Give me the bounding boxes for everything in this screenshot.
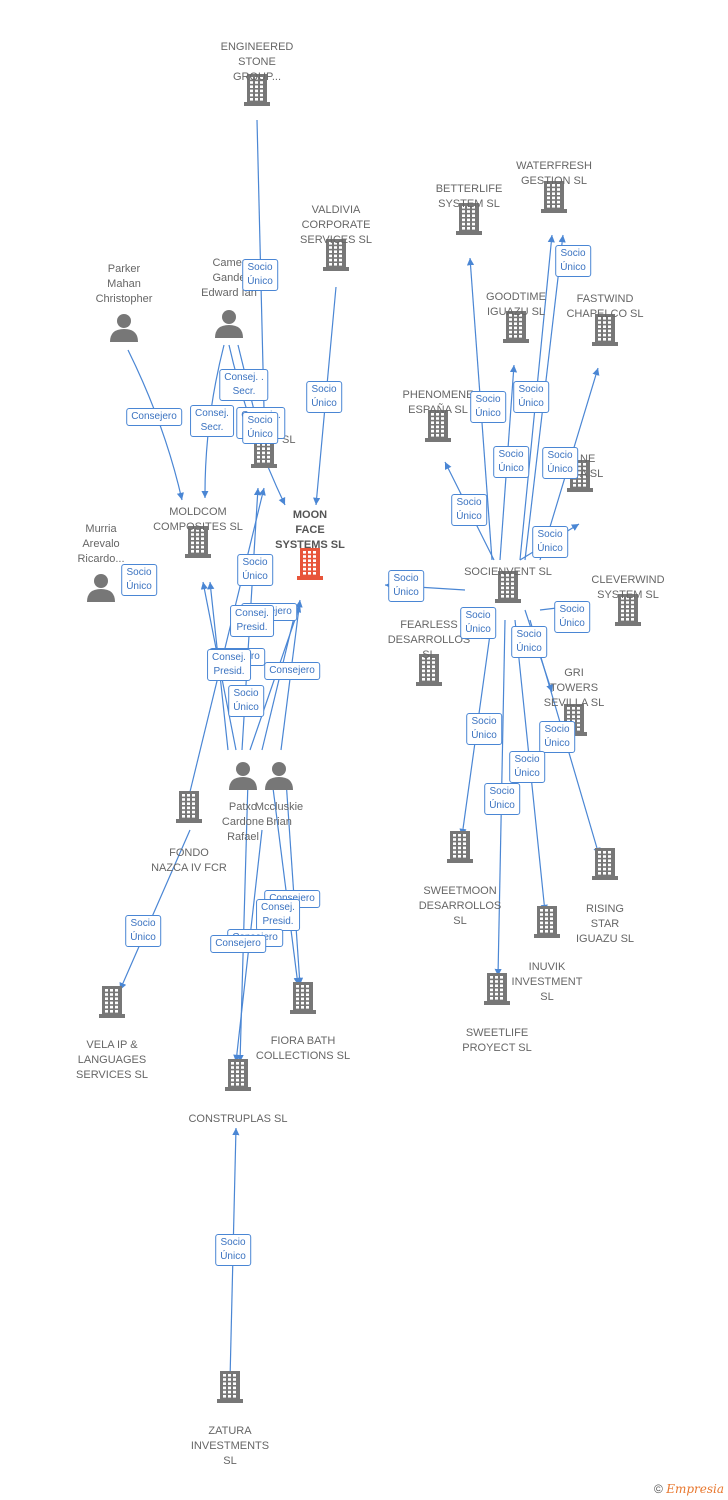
node-label-rising[interactable]: RISING STAR IGUAZU SL [575,903,635,945]
relation-edge [271,779,301,986]
person-icon[interactable] [214,308,244,343]
brand-name: Empresia [666,1482,724,1496]
copyright-symbol: © [654,1482,663,1496]
node-label-inuvik[interactable]: INUVIK INVESTMENT SL [511,961,583,1003]
node-label-mccluskie[interactable]: Mccluskie Brian [254,801,304,828]
relation-badge[interactable]: Socio Único [242,259,278,291]
node-label-gri[interactable]: GRI TOWERS SEVILLA SL [543,667,605,709]
building-icon[interactable] [615,592,641,631]
relation-badge[interactable]: Consej. Secr. [190,405,234,437]
node-label-goodtime[interactable]: GOODTIME IGUAZU SL [486,291,546,318]
relation-badge[interactable]: Consej. Presid. [207,649,251,681]
relation-badge[interactable]: Consej. Presid. [230,605,274,637]
node-label-construplas[interactable]: CONSTRUPLAS SL [188,1113,288,1125]
node-label-cleverwind[interactable]: CLEVERWIND SYSTEM SL [591,574,665,601]
node-label-valdivia[interactable]: VALDIVIA CORPORATE SERVICES SL [300,204,372,246]
node-label-murria[interactable]: Murria Arevalo Ricardo... [77,523,125,565]
building-icon[interactable] [503,309,529,348]
relation-badge[interactable]: Socio Único [542,447,578,479]
relation-badge[interactable]: Socio Único [242,412,278,444]
relation-edge [236,779,249,1063]
relation-edge [187,487,266,801]
relation-badge[interactable]: Socio Único [554,601,590,633]
relation-badge[interactable]: Socio Único [228,685,264,717]
relation-badge[interactable]: Socio Único [215,1234,251,1266]
building-icon[interactable] [456,201,482,240]
node-label-fiora[interactable]: FIORA BATH COLLECTIONS SL [255,1035,351,1062]
node-label-engineered[interactable]: ENGINEERED STONE GROUP... [220,41,294,83]
building-icon[interactable] [416,652,442,691]
person-icon[interactable] [86,572,116,607]
building-icon[interactable] [425,408,451,447]
node-label-fearless[interactable]: FEARLESS DESARROLLOS SL [387,619,471,661]
building-icon[interactable] [176,789,202,828]
relation-badge[interactable]: Socio Único [451,494,487,526]
node-label-moldcom[interactable]: MOLDCOM COMPOSITES SL [153,506,243,533]
relation-edge [285,779,304,986]
relation-badge[interactable]: Socio Único [466,713,502,745]
relation-badge[interactable]: Socio Único [237,554,273,586]
node-label-zatura[interactable]: ZATURA INVESTMENTS SL [190,1425,270,1467]
relation-badge[interactable]: Socio Único [121,564,157,596]
node-label-moonface[interactable]: MOON FACE SYSTEMS SL [275,509,345,551]
node-label-betterlife[interactable]: BETTERLIFE SYSTEM SL [435,183,503,210]
relation-badge[interactable]: Consej. . Secr. [219,369,269,401]
relation-badge[interactable]: Socio Único [460,607,496,639]
node-label-sweetlife[interactable]: SWEETLIFE PROYECT SL [462,1027,532,1054]
relation-badge[interactable]: Consejero [126,408,182,426]
person-icon[interactable] [228,760,258,795]
relation-badge[interactable]: Socio Único [513,381,549,413]
building-icon[interactable] [99,984,125,1023]
person-icon[interactable] [109,312,139,347]
building-icon[interactable] [484,971,510,1010]
building-icon[interactable] [297,546,323,585]
relation-badge[interactable]: Consejero [210,935,266,953]
building-icon[interactable] [592,312,618,351]
node-label-center_co[interactable]: SL [282,434,296,446]
relation-badge[interactable]: Socio Único [306,381,342,413]
footer-brand: © Empresia [654,1482,724,1496]
building-icon[interactable] [225,1057,251,1096]
relation-badge[interactable]: Consejero [264,662,320,680]
relation-badge[interactable]: Socio Único [388,570,424,602]
person-icon[interactable] [264,760,294,795]
node-label-vela[interactable]: VELA IP & LANGUAGES SERVICES SL [76,1039,148,1081]
relation-badge[interactable]: Socio Único [125,915,161,947]
relation-badge[interactable]: Socio Único [484,783,520,815]
building-icon[interactable] [534,904,560,943]
relation-badge[interactable]: Socio Único [511,626,547,658]
building-icon[interactable] [495,569,521,608]
relation-badge[interactable]: Socio Único [493,446,529,478]
relation-edge [119,829,191,991]
node-label-phenomene[interactable]: PHENOMENE ESPAÑA SL [402,389,474,416]
relation-badge[interactable]: Socio Único [509,751,545,783]
node-label-parker[interactable]: Parker Mahan Christopher [95,263,153,305]
relation-badge[interactable]: Consej. Presid. [256,899,300,931]
node-label-fastwind[interactable]: FASTWIND CHAPELCO SL [566,293,644,320]
building-icon[interactable] [592,846,618,885]
node-label-waterfresh[interactable]: WATERFRESH GESTION SL [516,160,592,187]
building-icon[interactable] [447,829,473,868]
building-icon[interactable] [185,524,211,563]
building-icon[interactable] [244,72,270,111]
node-label-patxo[interactable]: Patxo Cardone Rafael [221,801,265,843]
building-icon[interactable] [323,237,349,276]
building-icon[interactable] [541,179,567,218]
relation-badge[interactable]: Socio Único [539,721,575,753]
node-label-sweetmoon[interactable]: SWEETMOON DESARROLLOS SL [418,885,502,927]
building-icon[interactable] [290,980,316,1019]
relation-badge[interactable]: Socio Único [532,526,568,558]
node-label-fondo[interactable]: FONDO NAZCA IV FCR [151,847,227,874]
relation-badge[interactable]: Socio Único [470,391,506,423]
node-label-ne_sl[interactable]: NE A SL [580,453,604,480]
relation-badge[interactable]: Socio Único [555,245,591,277]
building-icon[interactable] [217,1369,243,1408]
node-label-socienvent[interactable]: SOCIENVENT SL [464,566,552,578]
